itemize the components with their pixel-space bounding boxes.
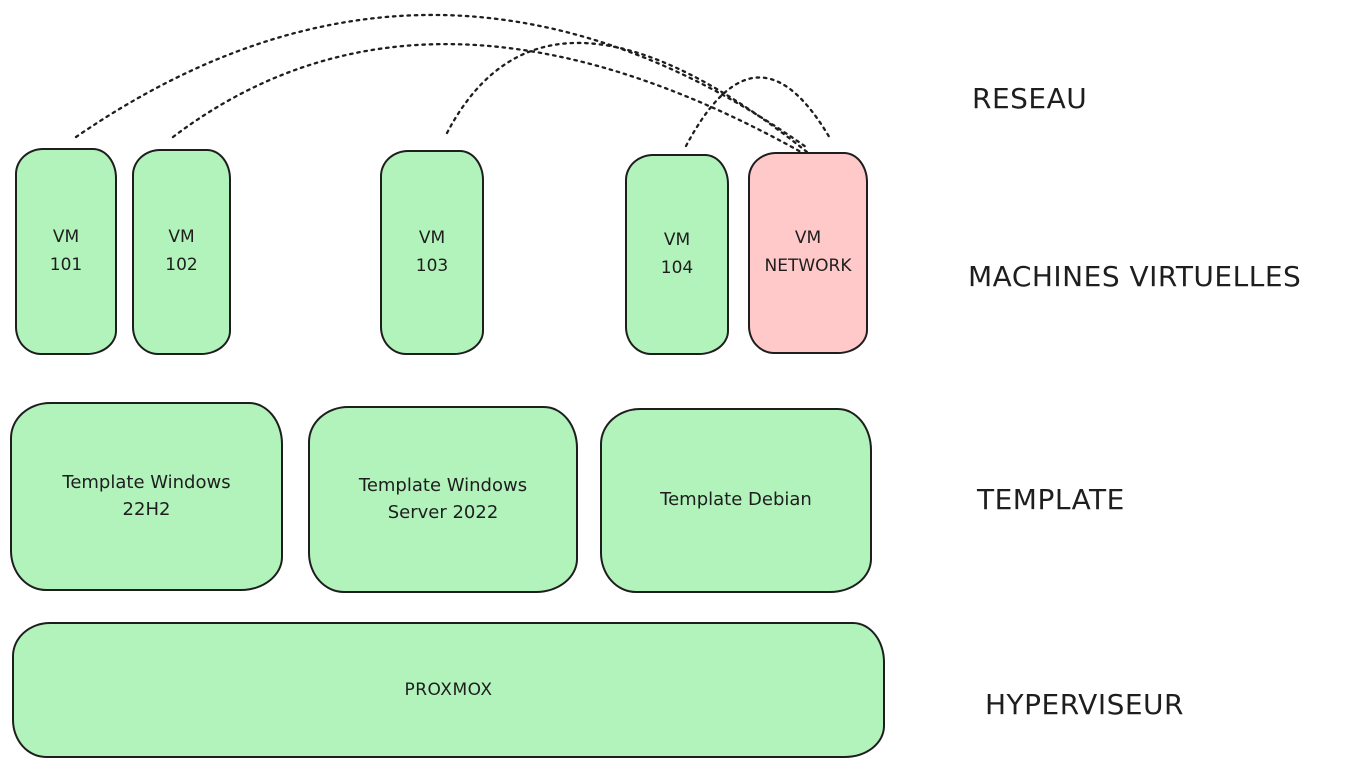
vm-network-id: NETWORK bbox=[764, 256, 852, 276]
template-box-debian[interactable]: Template Debian bbox=[600, 408, 872, 593]
connection-vm104-to-network-line bbox=[684, 76, 833, 148]
layer-label-hyperviseur: HYPERVISEUR bbox=[985, 688, 1184, 721]
layer-label-machines-virtuelles: MACHINES VIRTUELLES bbox=[968, 260, 1302, 293]
layer-label-template: TEMPLATE bbox=[977, 483, 1125, 516]
vm-104-name: VM bbox=[663, 229, 691, 250]
template-debian-label: Template Debian bbox=[660, 489, 812, 511]
vm-102-name: VM bbox=[168, 227, 195, 248]
template-box-windows-22h2[interactable]: Template Windows 22H2 bbox=[10, 402, 283, 591]
vm-network-name: VM bbox=[794, 228, 822, 249]
vm-box-103[interactable]: VM 103 bbox=[380, 150, 484, 355]
connection-vm101-to-network-line bbox=[74, 13, 808, 149]
vm-104-id: 104 bbox=[660, 257, 694, 278]
vm-101-name: VM bbox=[52, 226, 80, 247]
vm-103-id: 103 bbox=[415, 255, 449, 276]
vm-box-network[interactable]: VM NETWORK bbox=[748, 152, 868, 354]
vm-102-id: 102 bbox=[165, 255, 198, 275]
connection-vm103-to-network-line bbox=[445, 41, 814, 158]
hypervisor-box-proxmox[interactable]: PROXMOX bbox=[12, 622, 885, 758]
proxmox-label: PROXMOX bbox=[404, 680, 493, 700]
vm-101-id: 101 bbox=[49, 254, 83, 275]
template-windows-server-2022-label: Template Windows Server 2022 bbox=[358, 475, 528, 523]
vm-box-101[interactable]: VM 101 bbox=[15, 148, 117, 355]
connection-vm102-to-network-line bbox=[171, 42, 803, 154]
vm-box-102[interactable]: VM 102 bbox=[132, 149, 231, 355]
layer-label-reseau: RESEAU bbox=[972, 82, 1088, 115]
template-windows-22h2-label: Template Windows 22H2 bbox=[62, 472, 231, 520]
template-box-windows-server-2022[interactable]: Template Windows Server 2022 bbox=[308, 406, 578, 593]
vm-box-104[interactable]: VM 104 bbox=[625, 154, 729, 355]
vm-103-name: VM bbox=[418, 227, 446, 248]
